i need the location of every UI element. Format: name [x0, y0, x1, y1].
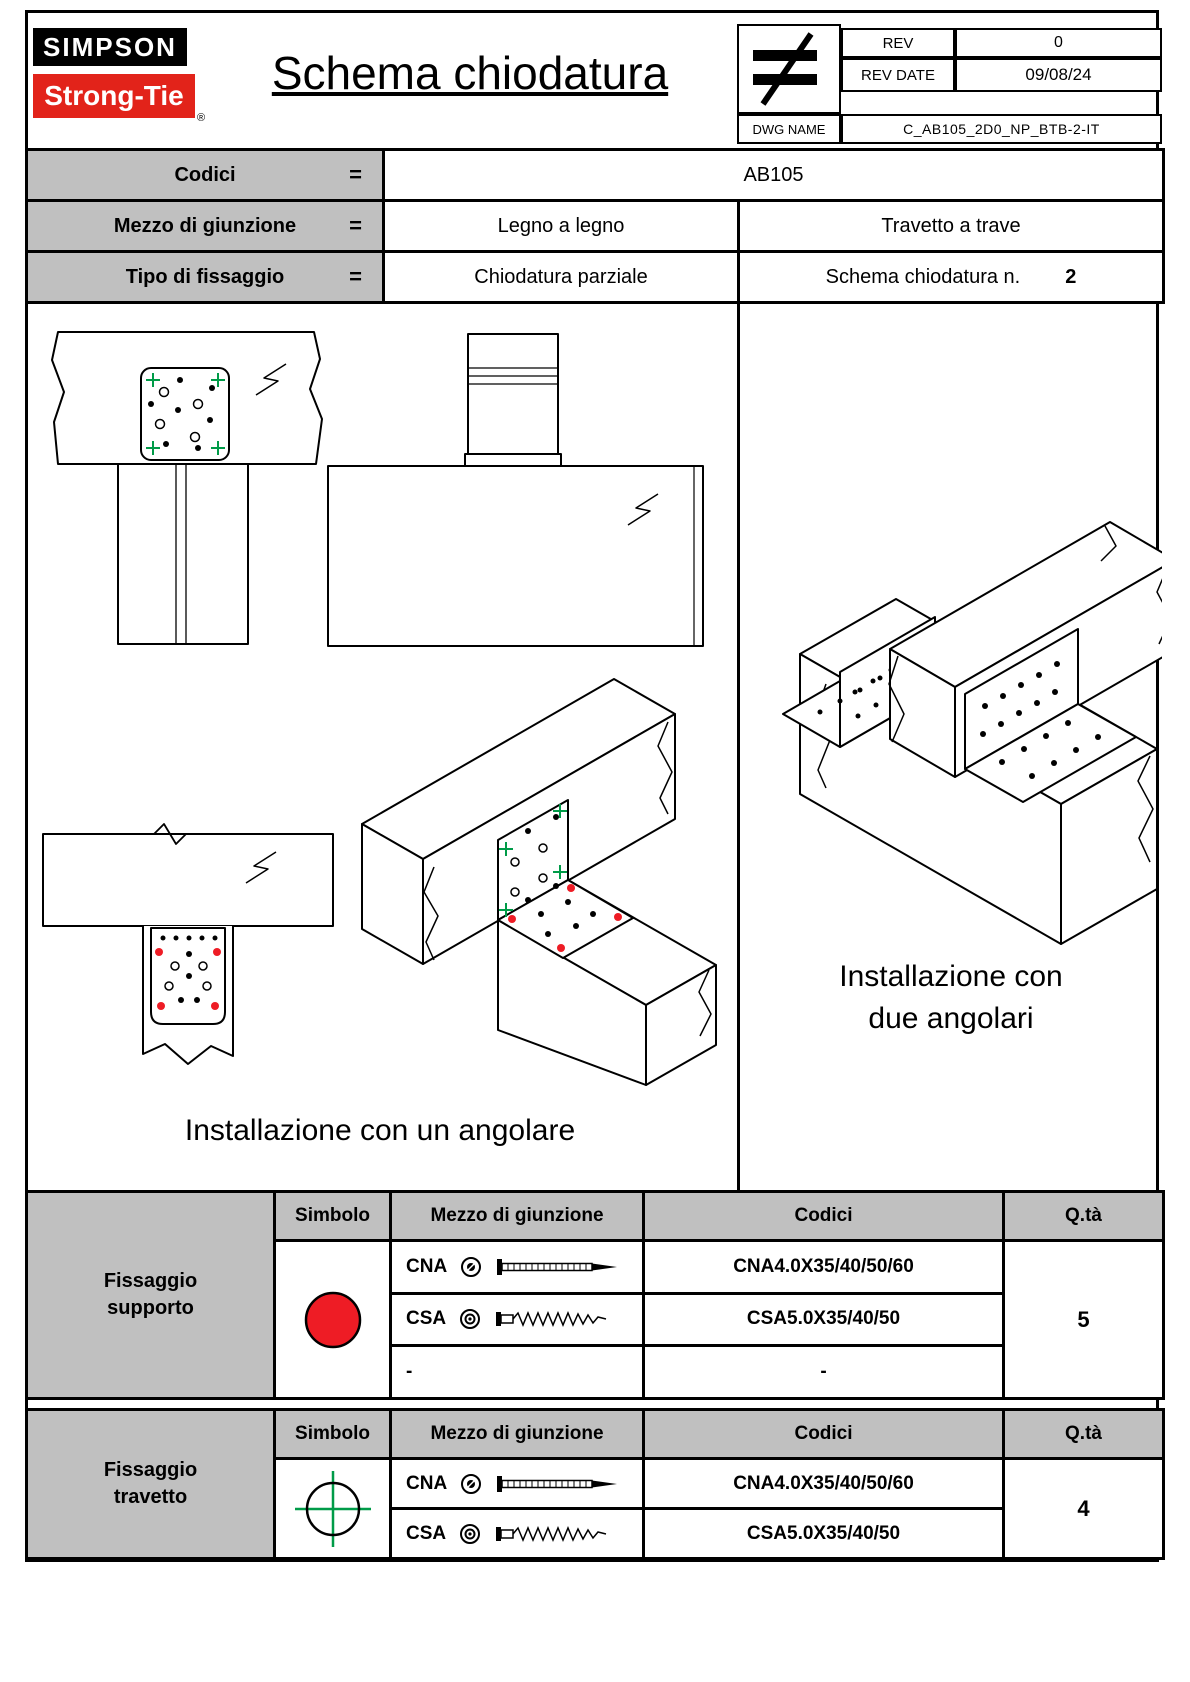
- red-nail-position-markers: [508, 884, 622, 952]
- group-line1: Fissaggio: [103, 1459, 198, 1481]
- fissaggio-travetto-table: Fissaggio travetto Simbolo Mezzo di giun…: [25, 1408, 1165, 1560]
- strongtie-logo: Strong-Tie: [33, 74, 195, 118]
- projection-symbol-box: [737, 24, 841, 114]
- wood-screw-icon: [496, 1311, 607, 1328]
- single-angle-isometric-drawing: [361, 678, 717, 1086]
- caption-single-angle: Installazione con un angolare: [184, 1114, 576, 1147]
- dwg-name-label: DWG NAME: [737, 114, 841, 144]
- qty-travetto: 4: [1005, 1460, 1162, 1557]
- header-mezzo: Mezzo di giunzione: [392, 1193, 642, 1239]
- fastener-type-label: CNA: [406, 1255, 448, 1277]
- group-label-travetto: Fissaggio travetto: [28, 1411, 273, 1557]
- caption-double-line1: Installazione con: [839, 960, 1063, 993]
- mezzo-row-cna: CNA: [392, 1242, 642, 1292]
- caption-double-angle: Installazione con due angolari: [740, 956, 1162, 1040]
- code-csa: CSA5.0X35/40/50: [645, 1510, 1002, 1557]
- fastener-type-label: CNA: [406, 1472, 448, 1494]
- wood-screw-icon: [496, 1525, 607, 1542]
- info-fissaggio-right-value: Schema chiodatura n. 2: [740, 253, 1162, 301]
- registered-mark: ®: [197, 112, 206, 124]
- mezzo-row-dash: -: [392, 1347, 642, 1397]
- caption-double-line2: due angolari: [868, 1002, 1034, 1035]
- red-nail-position-markers: [155, 948, 221, 1010]
- info-table: Codici = AB105 Mezzo di giunzione = Legn…: [25, 148, 1165, 304]
- mezzo-row-csa: CSA: [392, 1510, 642, 1557]
- simpson-logo-text: SIMPSON: [43, 31, 177, 62]
- mezzo-row-cna: CNA: [392, 1460, 642, 1507]
- header-simbolo: Simbolo: [276, 1411, 389, 1457]
- code-cna: CNA4.0X35/40/50/60: [645, 1460, 1002, 1507]
- green-nail-position-markers: [499, 804, 567, 917]
- ring-shank-nail-icon: [497, 1475, 618, 1492]
- code-dash: -: [645, 1347, 1002, 1397]
- cna-logo-circle-icon: [461, 1256, 482, 1277]
- strongtie-logo-text: Strong-Tie: [44, 80, 184, 111]
- info-row-mezzo-label: Mezzo di giunzione =: [28, 202, 382, 250]
- right-drawing-panel: [782, 521, 1162, 945]
- ring-shank-nail-icon: [497, 1258, 618, 1275]
- fissaggio-label-text: Tipo di fissaggio: [125, 265, 285, 288]
- top-view-drawing: [51, 331, 323, 645]
- info-row-codici-value: AB105: [385, 151, 1162, 199]
- group-line2: supporto: [107, 1297, 194, 1319]
- page-title: Schema chiodatura: [271, 47, 669, 99]
- equals-sign: =: [349, 213, 362, 238]
- simpson-logo: SIMPSON: [33, 28, 187, 66]
- green-nail-position-markers: [146, 373, 225, 455]
- rev-date-value: 09/08/24: [955, 58, 1162, 92]
- code-cna: CNA4.0X35/40/50/60: [645, 1242, 1002, 1292]
- mezzo-label-text: Mezzo di giunzione: [113, 214, 297, 237]
- mezzo-row-csa: CSA: [392, 1294, 642, 1345]
- schema-n-label: Schema chiodatura n.: [825, 265, 1021, 288]
- equals-sign: =: [349, 264, 362, 289]
- code-csa: CSA5.0X35/40/50: [645, 1294, 1002, 1345]
- green-crosshair-symbol-icon: [294, 1470, 371, 1547]
- rev-label: REV: [841, 28, 955, 58]
- group-label-supporto: Fissaggio supporto: [28, 1193, 273, 1397]
- front-view-drawing: [327, 333, 704, 647]
- group-line1: Fissaggio: [103, 1270, 198, 1292]
- info-row-codici-label: Codici =: [28, 151, 382, 199]
- rev-date-label: REV DATE: [841, 58, 955, 92]
- header-mezzo: Mezzo di giunzione: [392, 1411, 642, 1457]
- fissaggio-supporto-table: Fissaggio supporto Simbolo Mezzo di giun…: [25, 1190, 1165, 1400]
- qty-supporto: 5: [1005, 1242, 1162, 1397]
- header-codici: Codici: [645, 1411, 1002, 1457]
- header-qta: Q.tà: [1005, 1411, 1162, 1457]
- drawing-area-divider: [737, 304, 740, 1190]
- symbol-cell-supporto: [276, 1242, 389, 1397]
- codici-label-text: Codici: [174, 163, 236, 186]
- dwg-name-value: C_AB105_2D0_NP_BTB-2-IT: [841, 114, 1162, 144]
- info-fissaggio-left-value: Chiodatura parziale: [385, 253, 737, 301]
- left-drawing-panel: [42, 331, 717, 1086]
- header-qta: Q.tà: [1005, 1193, 1162, 1239]
- fastener-type-label: CSA: [406, 1522, 447, 1544]
- group-line2: travetto: [113, 1486, 188, 1508]
- rev-value: 0: [955, 28, 1162, 58]
- schema-n-number: 2: [1065, 265, 1077, 288]
- header-codici: Codici: [645, 1193, 1002, 1239]
- info-mezzo-left-value: Legno a legno: [385, 202, 737, 250]
- red-circle-symbol-icon: [304, 1291, 361, 1348]
- header-simbolo: Simbolo: [276, 1193, 389, 1239]
- side-view-drawing: [42, 823, 334, 1065]
- csa-logo-circle-icon: [460, 1523, 481, 1544]
- double-angle-isometric-drawing: [782, 521, 1162, 945]
- equals-sign: =: [349, 162, 362, 187]
- info-mezzo-right-value: Travetto a trave: [740, 202, 1162, 250]
- symbol-cell-travetto: [276, 1460, 389, 1557]
- info-row-fissaggio-label: Tipo di fissaggio =: [28, 253, 382, 301]
- cna-logo-circle-icon: [461, 1473, 482, 1494]
- csa-logo-circle-icon: [460, 1309, 481, 1330]
- not-equal-projection-icon: [753, 32, 817, 106]
- fastener-type-label: CSA: [406, 1308, 447, 1330]
